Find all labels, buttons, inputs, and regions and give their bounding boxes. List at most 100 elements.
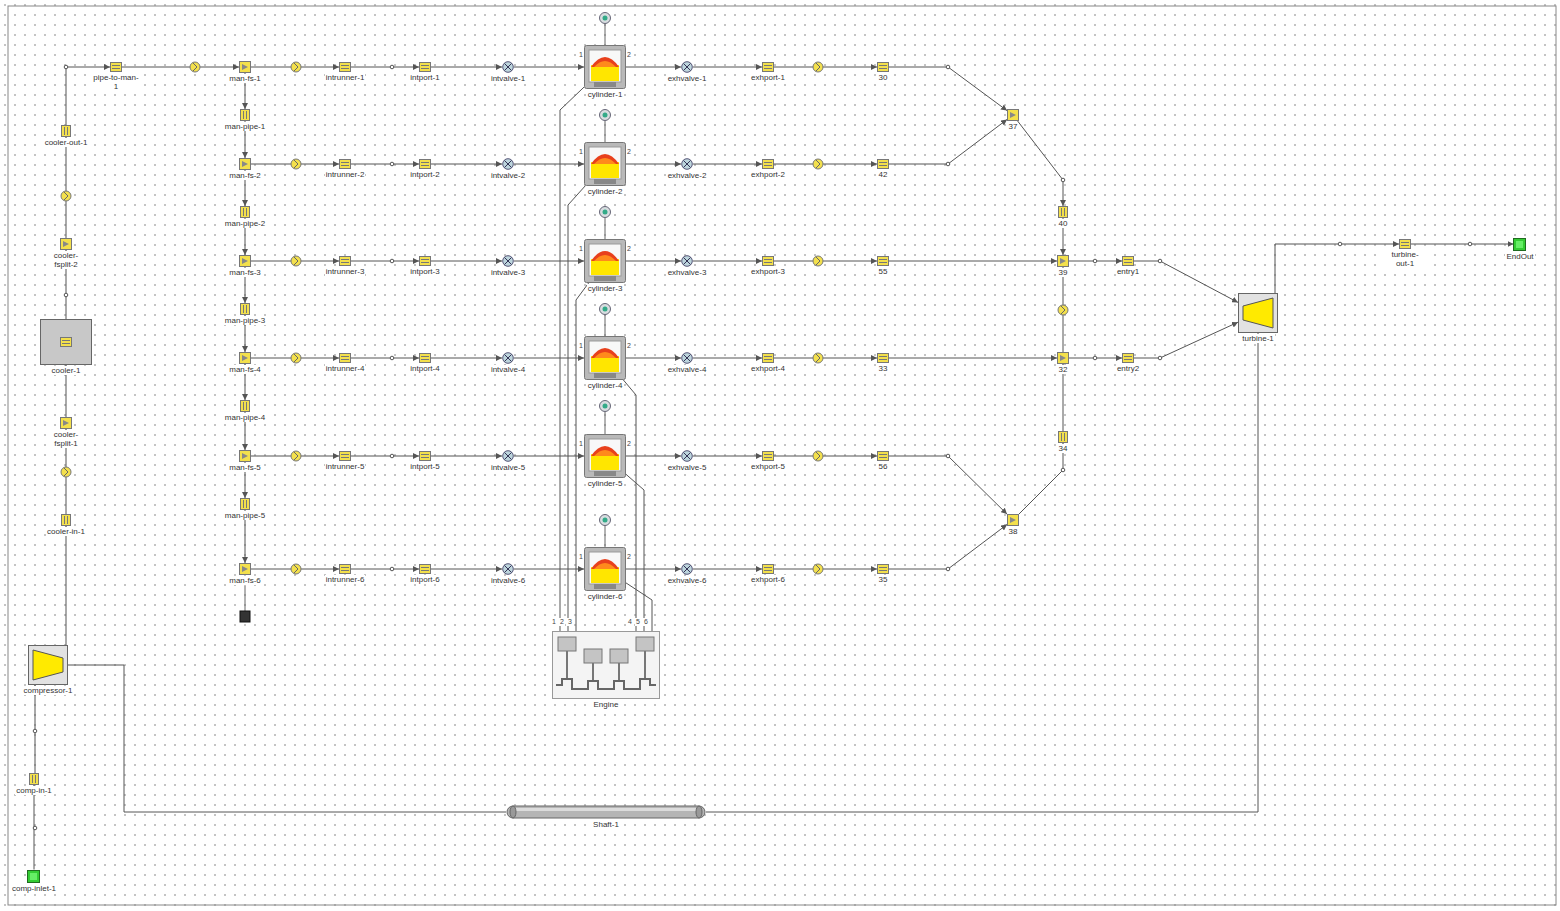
component-icon xyxy=(28,645,68,685)
component-label: EndOut xyxy=(1505,252,1534,261)
connector xyxy=(693,358,762,359)
component-label: cooler-fsplit-2 xyxy=(50,251,82,269)
component-icon xyxy=(40,319,92,365)
component-label: 39 xyxy=(1058,268,1069,277)
flowsplit-component: man-fs-5 xyxy=(228,450,262,472)
component-label: intport-5 xyxy=(409,462,440,471)
component-label: 33 xyxy=(878,364,889,373)
component-icon xyxy=(239,563,251,575)
connector xyxy=(889,67,1007,111)
connector xyxy=(1411,244,1514,245)
port-number: 2 xyxy=(626,342,632,350)
component-icon xyxy=(502,255,514,267)
connector xyxy=(693,569,762,570)
component-icon xyxy=(29,773,39,785)
valve-component: intvalve-6 xyxy=(490,563,526,585)
component-icon xyxy=(110,62,122,72)
pipe-component: intrunner-4 xyxy=(325,353,366,373)
connector xyxy=(351,569,419,570)
component-icon xyxy=(339,256,351,266)
connector xyxy=(889,120,1007,165)
flowsplit-component: 39 xyxy=(1057,255,1069,277)
flowsplit-component: 37 xyxy=(1007,109,1019,131)
component-label: entry2 xyxy=(1116,364,1140,373)
component-label: man-pipe-2 xyxy=(224,219,266,228)
pipe-component: man-pipe-3 xyxy=(224,303,266,325)
connector xyxy=(514,569,584,570)
component-icon xyxy=(584,547,626,591)
component-icon xyxy=(762,451,774,461)
component-label: man-pipe-5 xyxy=(224,511,266,520)
pipe-component: intport-2 xyxy=(409,159,440,179)
connector xyxy=(774,164,877,165)
component-icon xyxy=(61,125,71,137)
connector xyxy=(514,261,584,262)
component-icon xyxy=(339,353,351,363)
component-icon xyxy=(681,255,693,267)
pipe-component: entry1 xyxy=(1116,256,1140,276)
valve-component: intvalve-1 xyxy=(490,61,526,83)
connector xyxy=(774,261,877,262)
component-icon xyxy=(1058,431,1068,443)
component-icon xyxy=(239,61,251,73)
connector xyxy=(560,87,584,631)
pipe-component: 30 xyxy=(877,62,889,82)
component-label: 30 xyxy=(878,73,889,82)
valve-component: exhvalve-1 xyxy=(667,61,708,83)
component-label: comp-in-1 xyxy=(15,786,53,795)
component-icon xyxy=(584,336,626,380)
component-icon xyxy=(240,109,250,121)
cylinder-component: cylinder-1 xyxy=(584,45,626,99)
port-number: 2 xyxy=(626,51,632,59)
component-icon xyxy=(584,239,626,283)
connector xyxy=(66,137,67,238)
flowsplit-component: 32 xyxy=(1057,352,1069,374)
port-number: 1 xyxy=(578,440,584,448)
component-icon xyxy=(419,159,431,169)
pipe-component: intrunner-1 xyxy=(325,62,366,82)
engine-block: Engine xyxy=(552,631,660,709)
connector xyxy=(351,456,419,457)
component-label: 35 xyxy=(878,575,889,584)
component-icon xyxy=(240,303,250,315)
port-number: 2 xyxy=(626,148,632,156)
pipe-component: cooler-in-1 xyxy=(46,514,86,536)
flowsplit-component: man-fs-1 xyxy=(228,61,262,83)
component-label: man-fs-4 xyxy=(228,365,262,374)
flowsplit-component: cooler-fsplit-1 xyxy=(50,417,82,448)
component-icon xyxy=(1238,293,1278,333)
component-label: 34 xyxy=(1058,444,1069,453)
component-icon xyxy=(239,352,251,364)
component-icon xyxy=(339,564,351,574)
connector xyxy=(626,67,681,68)
component-icon xyxy=(762,564,774,574)
component-label: intvalve-1 xyxy=(490,74,526,83)
connector xyxy=(774,358,877,359)
component-icon xyxy=(419,256,431,266)
pipe-component: intrunner-6 xyxy=(325,564,366,584)
component-label: exhport-5 xyxy=(750,462,786,471)
component-icon xyxy=(240,206,250,218)
connector xyxy=(351,67,419,68)
component-label: man-pipe-4 xyxy=(224,413,266,422)
pipe-component: 56 xyxy=(877,451,889,471)
pipe-component: intrunner-5 xyxy=(325,451,366,471)
connector xyxy=(623,380,636,631)
component-icon xyxy=(502,352,514,364)
component-label: intport-1 xyxy=(409,73,440,82)
flowsplit-component: man-fs-6 xyxy=(228,563,262,585)
component-label: cooler-in-1 xyxy=(46,527,86,536)
pipe-component: 34 xyxy=(1058,431,1069,453)
component-label: intrunner-2 xyxy=(325,170,366,179)
pipe-component: exhport-5 xyxy=(750,451,786,471)
valve-component: exhvalve-2 xyxy=(667,158,708,180)
component-label: intvalve-2 xyxy=(490,171,526,180)
connector xyxy=(889,456,1007,514)
connector xyxy=(693,456,762,457)
component-label: Engine xyxy=(593,700,620,709)
connector xyxy=(514,67,584,68)
component-icon xyxy=(1399,239,1411,249)
component-label: 32 xyxy=(1058,365,1069,374)
flowsplit-component: man-fs-4 xyxy=(228,352,262,374)
